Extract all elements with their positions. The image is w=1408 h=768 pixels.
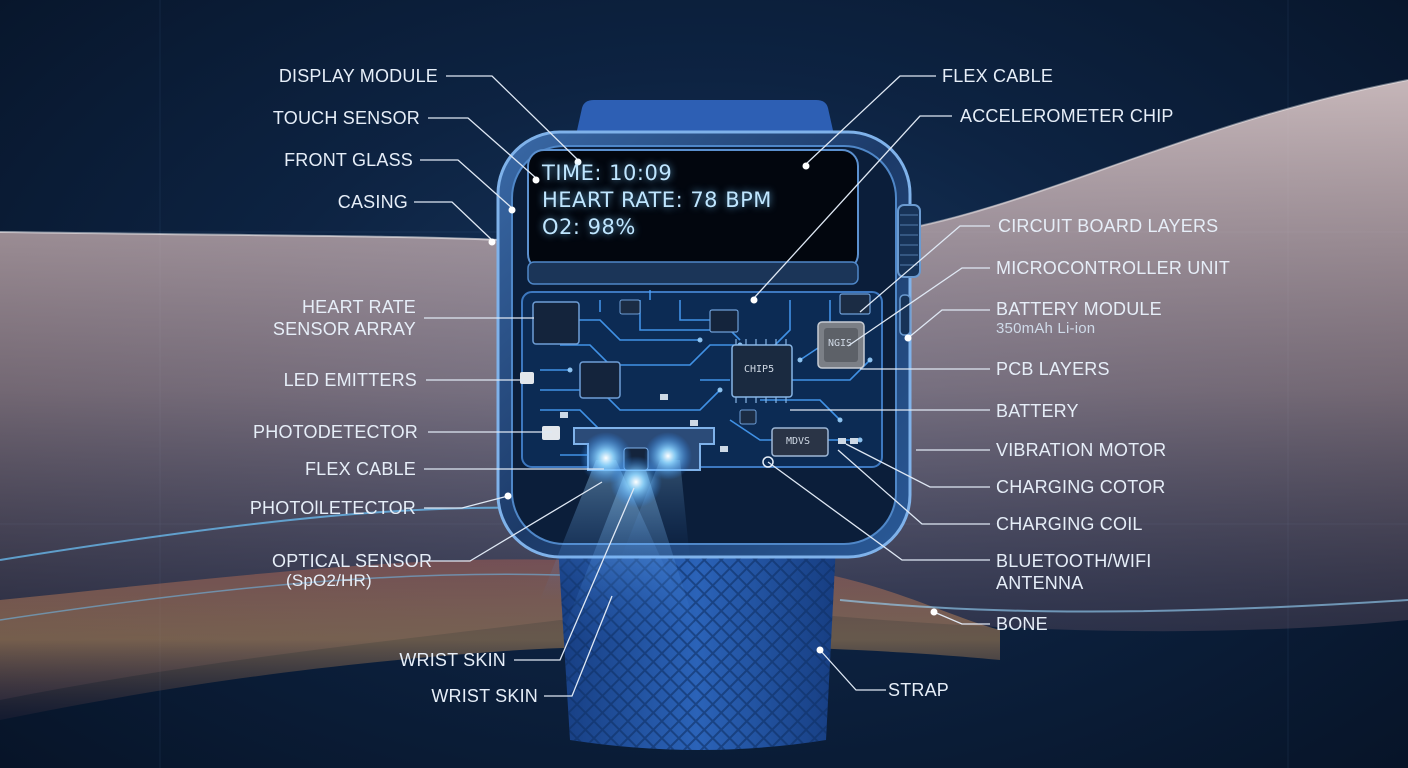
label-wrist-skin-1: WRIST SKIN: [399, 650, 506, 670]
screen-time: TIME: 10:09: [542, 161, 673, 185]
leader-lines: [414, 75, 990, 697]
label-display-module: DISPLAY MODULE: [278, 66, 438, 86]
watch-screen-readout: TIME: 10:09 HEART RATE: 78 BPM O2: 98%: [542, 160, 842, 270]
label-bluetooth-wifi-antenna: BLUETOOTH/WIFI ANTENNA: [996, 550, 1151, 594]
light-beams: [540, 460, 700, 640]
chip-label-main: CHIP5: [744, 364, 775, 375]
chip-label-motor: MDVS: [786, 436, 811, 447]
label-strap: STRAP: [888, 680, 950, 700]
label-optical-sensor-line1: OPTICAL SENSOR: [272, 551, 433, 571]
label-bone: BONE: [996, 614, 1048, 634]
label-flex-cable-right: FLEX CABLE: [942, 66, 1054, 86]
label-charging-cotor: CHARGING COTOR: [996, 477, 1166, 497]
microcontroller-chip: [731, 344, 793, 398]
label-accelerometer-chip: ACCELEROMETER CHIP: [960, 106, 1174, 126]
charging-coil: [762, 456, 774, 468]
label-photodetector-2: PHOTOlLETECTOR: [249, 498, 416, 518]
label-touch-sensor: TOUCH SENSOR: [272, 108, 420, 128]
circuit-board: [520, 290, 883, 468]
label-pcb-layers: PCB LAYERS: [996, 359, 1110, 379]
label-optical-sensor: OPTICAL SENSOR (SpO2/HR): [272, 550, 432, 590]
label-heart-rate-line2: SENSOR ARRAY: [272, 319, 416, 339]
top-strap: [576, 100, 834, 135]
label-optical-sensor-line2: (SpO2/HR): [286, 571, 372, 590]
label-vibration-motor: VIBRATION MOTOR: [996, 440, 1167, 460]
label-led-emitters: LED EMITTERS: [283, 370, 417, 390]
label-battery: BATTERY: [996, 401, 1079, 421]
label-wrist-skin-2: WRIST SKIN: [431, 686, 538, 706]
label-photodetector: PHOTODETECTOR: [253, 422, 418, 442]
label-bluetooth-line1: BLUETOOTH/WIFI: [996, 551, 1152, 571]
label-microcontroller-unit: MICROCONTROLLER UNIT: [996, 258, 1231, 278]
label-bluetooth-line2: ANTENNA: [996, 573, 1084, 593]
vibration-motor: [771, 427, 829, 457]
label-flex-cable-left: FLEX CABLE: [304, 459, 416, 479]
label-casing: CASING: [337, 192, 408, 212]
label-battery-module: BATTERY MODULE 350mAh Li-ion: [996, 298, 1162, 338]
label-circuit-board-layers: CIRCUIT BOARD LAYERS: [998, 216, 1219, 236]
accelerometer-chip: [839, 293, 871, 315]
label-front-glass: FRONT GLASS: [284, 150, 413, 170]
screen-heart-rate: HEART RATE: 78 BPM: [542, 188, 772, 212]
label-heart-rate-sensor-array: HEART RATE SENSOR ARRAY: [273, 296, 416, 340]
label-battery-module-line1: BATTERY MODULE: [996, 299, 1162, 319]
label-battery-capacity: 350mAh Li-ion: [996, 320, 1096, 337]
leader-dots: [488, 158, 938, 654]
label-charging-coil: CHARGING COIL: [996, 514, 1143, 534]
led-glow-right: [644, 432, 692, 480]
screen-o2: O2: 98%: [542, 215, 636, 239]
chip-label-side: NGIS: [828, 338, 853, 349]
label-heart-rate-line1: HEART RATE: [301, 297, 416, 317]
heart-rate-chip: [532, 301, 580, 345]
digital-crown: [897, 204, 921, 278]
